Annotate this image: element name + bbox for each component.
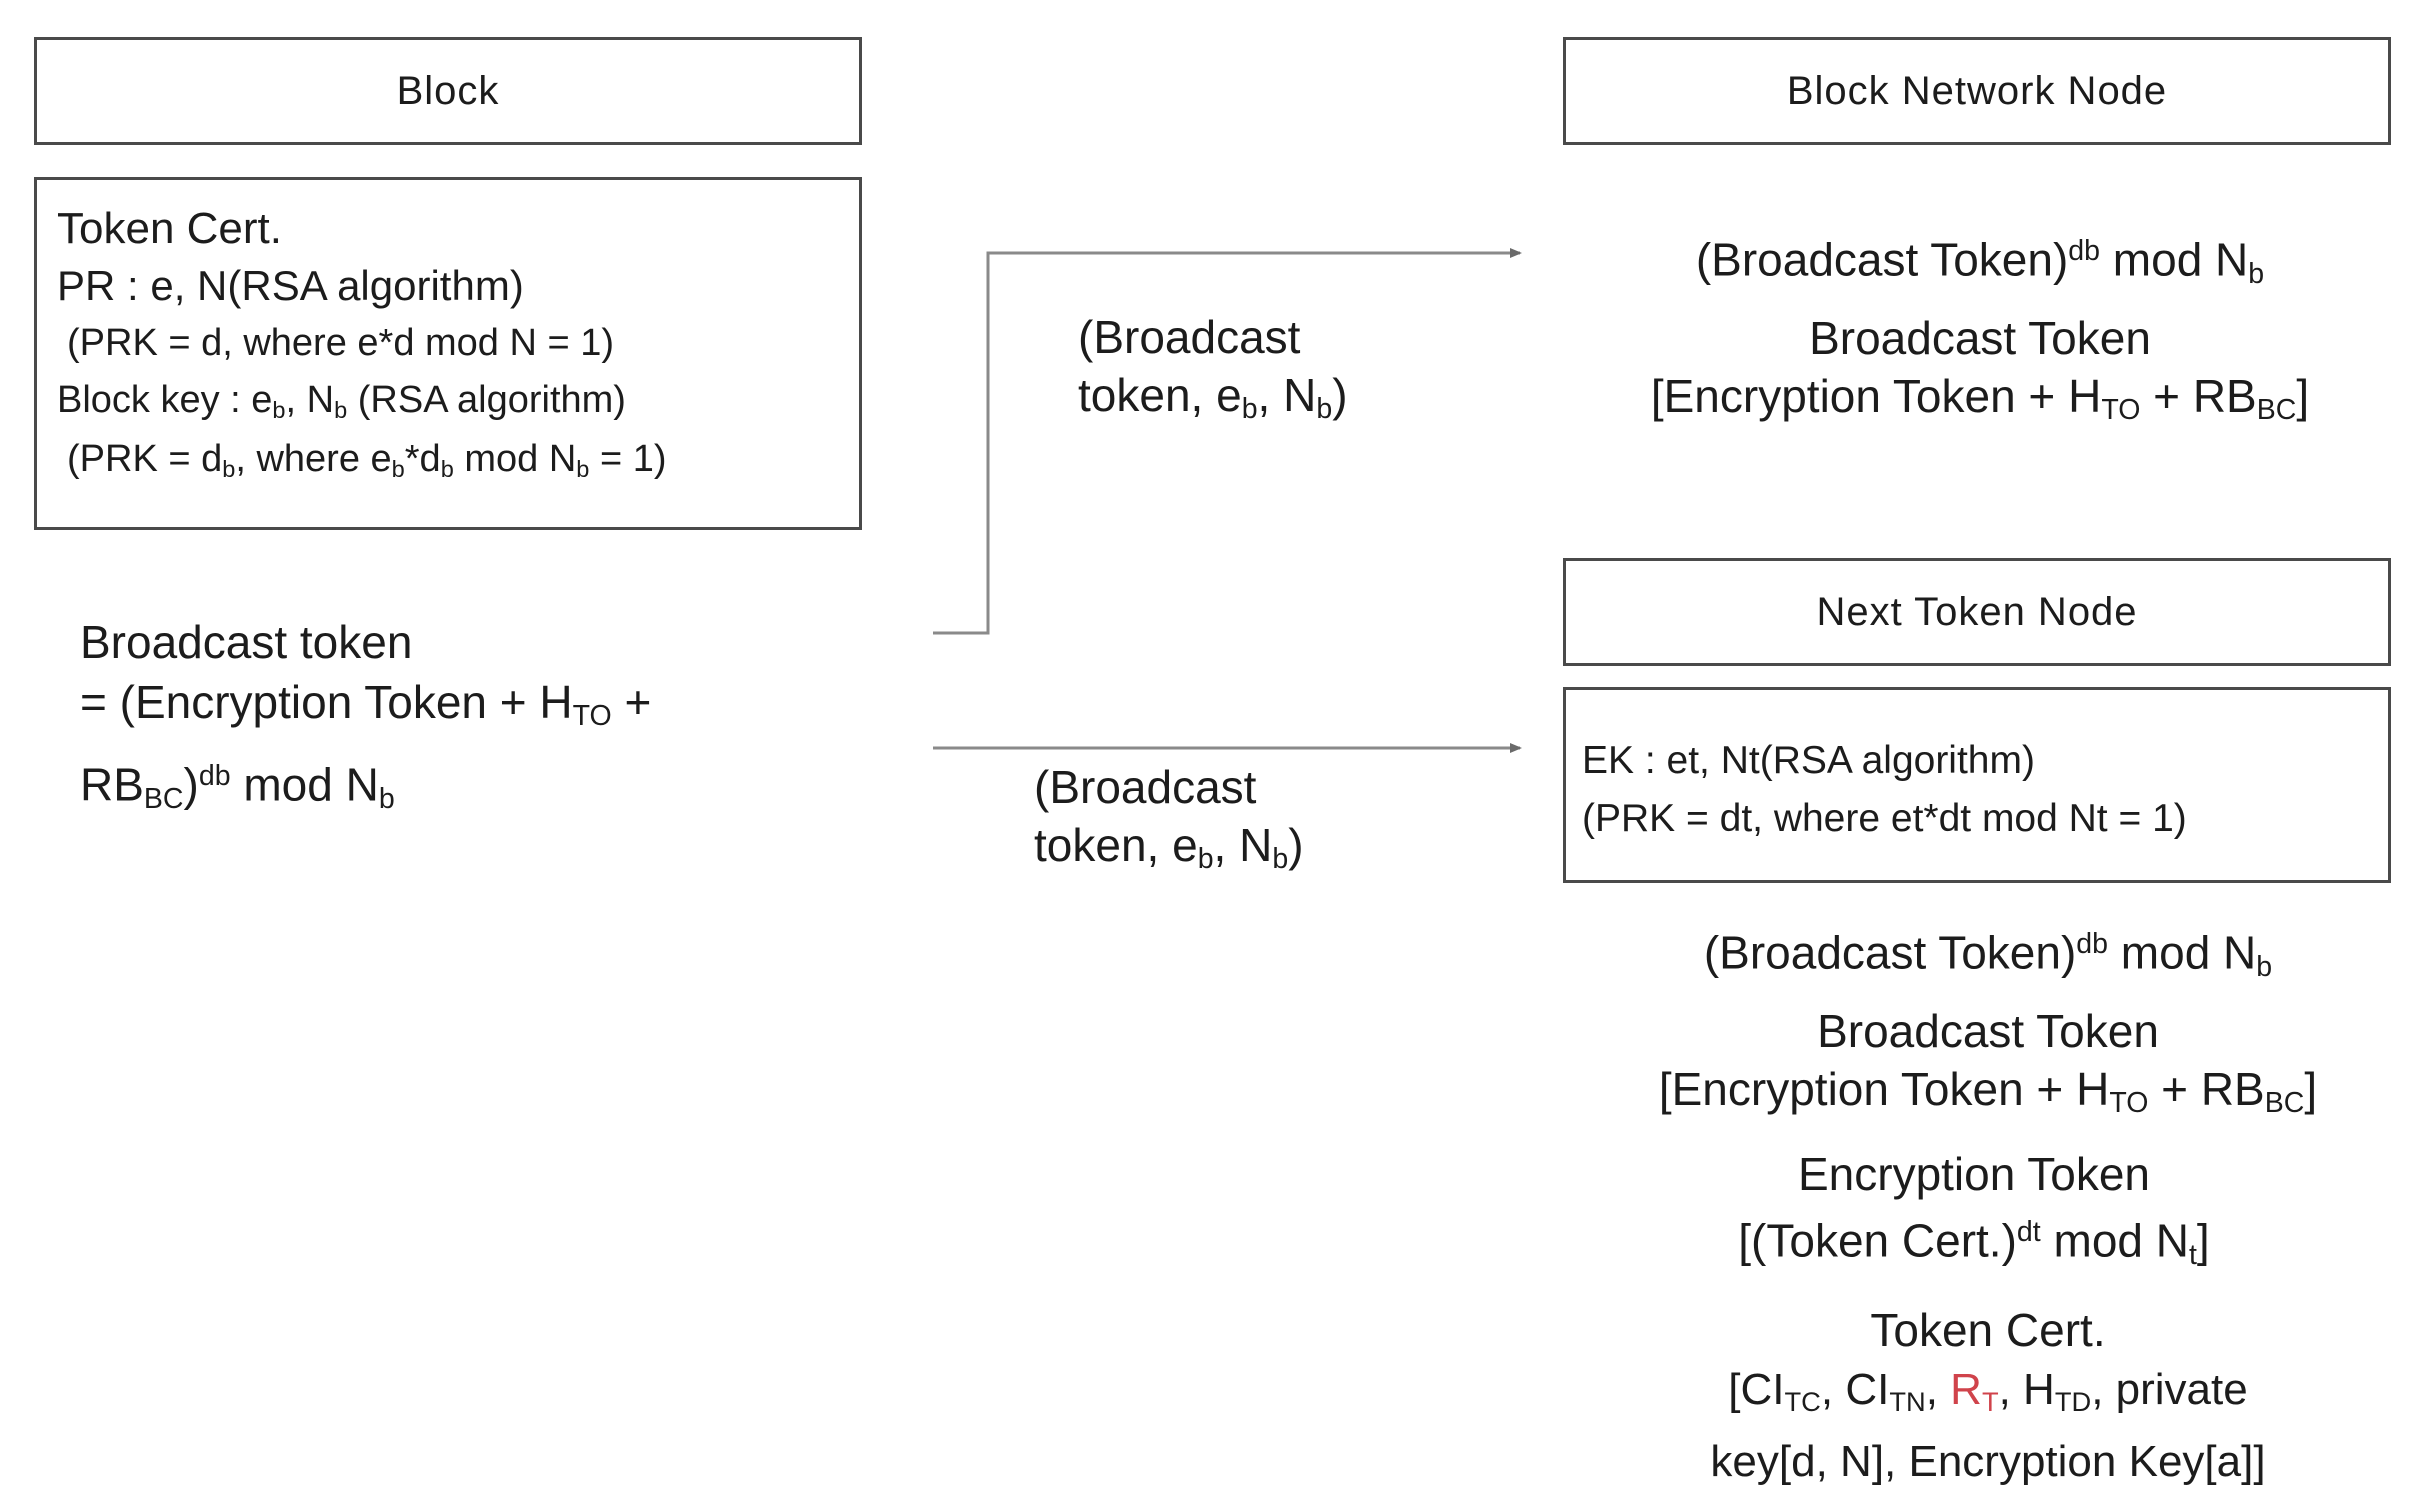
ek-line-2: (PRK = dt, where et*dt mod Nt = 1) <box>1582 797 2187 840</box>
ek-line-1: EK : et, Nt(RSA algorithm) <box>1582 739 2035 782</box>
token-cert-line-2: [CITC, CITN, RT, HTD, private <box>1728 1365 2248 1417</box>
cert-line-3: (PRK = d, where e*d mod N = 1) <box>67 322 615 364</box>
cert-line-5: (PRK = db, where eb*db mod Nb = 1) <box>67 437 667 482</box>
block-cert-box: Token Cert. PR : e, N(RSA algorithm) (PR… <box>34 177 862 530</box>
encryption-line-1: Encryption Token <box>1797 1148 2151 1200</box>
next-token-cert: Token Cert. [CITC, CITN, RT, HTD, privat… <box>1548 1300 2422 1492</box>
network-node-content: (Broadcast Token)db mod Nb Broadcast Tok… <box>1540 222 2420 439</box>
next-broadcast-line-1: (Broadcast Token)db mod Nb <box>1703 926 2273 983</box>
next-node-broadcast: (Broadcast Token)db mod Nb Broadcast Tok… <box>1548 915 2422 1132</box>
edge-label-top: (Broadcast token, eb, Nb) <box>1078 311 1348 426</box>
network-line-2: Broadcast Token <box>1809 311 2151 364</box>
broadcast-line-1: Broadcast token <box>80 616 413 668</box>
cert-line-1: Token Cert. <box>57 204 282 253</box>
token-cert-line-3: key[d, N], Encryption Key[a]] <box>1710 1436 2266 1486</box>
encryption-token: Encryption Token [(Token Cert.)dt mod Nt… <box>1534 1145 2414 1284</box>
next-token-node-header: Next Token Node <box>1563 558 2391 666</box>
block-title: Block <box>396 68 500 113</box>
broadcast-line-2: = (Encryption Token + HTO + <box>80 676 652 733</box>
cert-text: Token Cert. PR : e, N(RSA algorithm) (PR… <box>57 204 667 483</box>
network-line-1: (Broadcast Token)db mod Nb <box>1695 233 2265 290</box>
arrow-to-network-node <box>933 248 1522 635</box>
broadcast-token-formula: Broadcast token = (Encryption Token + HT… <box>80 612 651 829</box>
token-cert-line-1: Token Cert. <box>1870 1304 2106 1356</box>
network-node-header: Block Network Node <box>1563 37 2391 145</box>
next-broadcast-line-2: Broadcast Token <box>1817 1004 2159 1057</box>
broadcast-line-3: RBBC)db mod Nb <box>80 758 395 815</box>
encryption-line-2: [(Token Cert.)dt mod Nt] <box>1738 1214 2210 1271</box>
cert-line-2: PR : e, N(RSA algorithm) <box>57 262 524 309</box>
network-line-3: [Encryption Token + HTO + RBBC] <box>1650 369 2310 426</box>
next-broadcast-line-3: [Encryption Token + HTO + RBBC] <box>1658 1062 2318 1119</box>
edge-label-bottom: (Broadcast token, eb, Nb) <box>1034 761 1304 876</box>
cert-line-4: Block key : eb, Nb (RSA algorithm) <box>57 379 626 423</box>
random-value-rt: RT <box>1950 1365 1999 1417</box>
network-node-title: Block Network Node <box>1786 68 2168 113</box>
next-token-node-title: Next Token Node <box>1816 589 2138 634</box>
block-header: Block <box>34 37 862 145</box>
ek-box: EK : et, Nt(RSA algorithm) (PRK = dt, wh… <box>1563 687 2391 883</box>
